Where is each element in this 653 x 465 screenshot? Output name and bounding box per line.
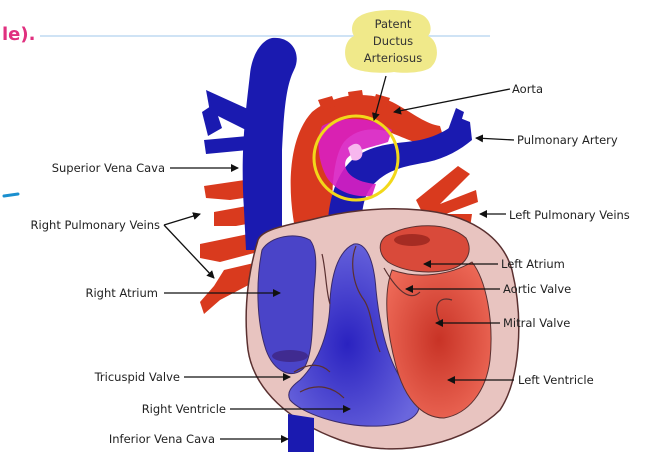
label-aortic-valve: Aortic Valve xyxy=(503,282,571,296)
left-atrium-shape xyxy=(380,226,469,272)
label-right-ventricle: Right Ventricle xyxy=(142,402,226,416)
label-pulmonary-artery: Pulmonary Artery xyxy=(517,133,618,147)
label-right-pulmonary-veins: Right Pulmonary Veins xyxy=(31,218,160,232)
leader-pulmonary-artery xyxy=(476,138,514,140)
highlight-line-3: Arteriosus xyxy=(364,51,422,65)
leader-aorta xyxy=(394,89,510,112)
inferior-vena-cava-shape xyxy=(288,414,314,452)
handwriting-text: le). xyxy=(2,24,35,45)
label-left-pulmonary-veins: Left Pulmonary Veins xyxy=(509,208,630,222)
label-left-atrium: Left Atrium xyxy=(501,257,565,271)
label-right-atrium: Right Atrium xyxy=(85,286,158,300)
label-mitral-valve: Mitral Valve xyxy=(503,316,570,330)
highlight-line-2: Ductus xyxy=(373,34,413,48)
label-inferior-vena-cava: Inferior Vena Cava xyxy=(109,432,215,446)
label-tricuspid-valve: Tricuspid Valve xyxy=(94,370,180,384)
leader-right-pulmonary-veins-1 xyxy=(164,214,200,225)
highlight-line-1: Patent xyxy=(375,17,412,31)
label-superior-vena-cava: Superior Vena Cava xyxy=(52,161,165,175)
label-left-ventricle: Left Ventricle xyxy=(518,373,594,387)
label-aorta: Aorta xyxy=(512,82,543,96)
